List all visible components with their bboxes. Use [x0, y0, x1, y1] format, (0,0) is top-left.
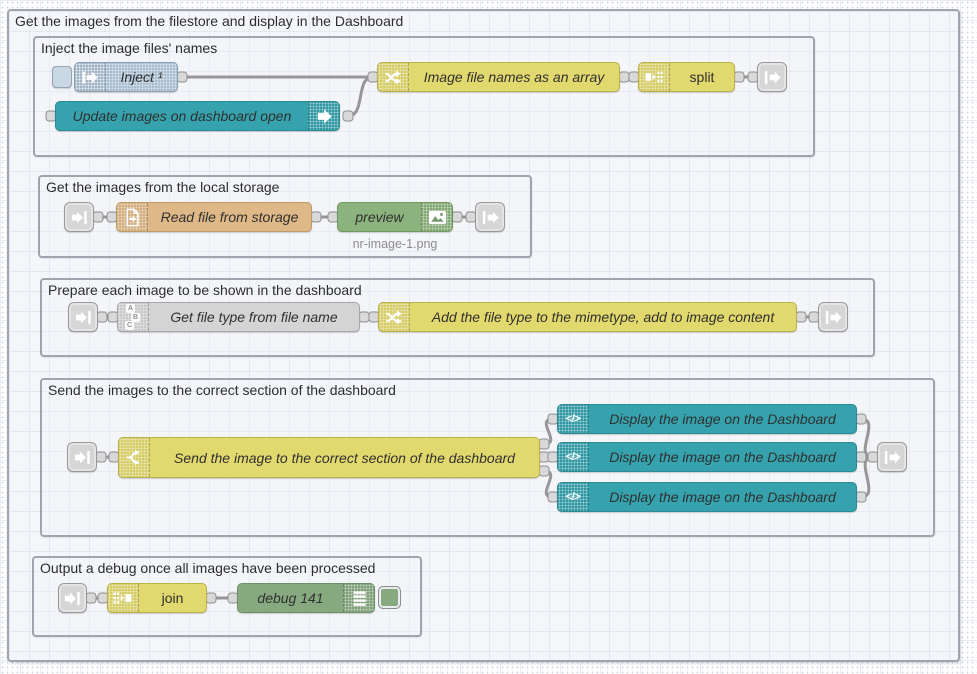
group-title: Prepare each image to be shown in the da…: [48, 282, 362, 298]
wire[interactable]: [347, 75, 374, 118]
node-label: Inject ¹: [120, 69, 163, 85]
node-label: debug 141: [257, 590, 324, 606]
port[interactable]: [855, 413, 867, 425]
node-label: split: [689, 69, 715, 85]
link-in-node[interactable]: [64, 202, 94, 232]
file-icon: [117, 203, 148, 231]
port[interactable]: [205, 592, 217, 604]
link-in-icon: [75, 310, 91, 324]
port[interactable]: [176, 71, 188, 83]
link-out-icon: [825, 310, 842, 324]
switch-node[interactable]: Send the image to the correct section of…: [118, 437, 540, 478]
port[interactable]: [855, 451, 867, 463]
join-icon: [108, 584, 139, 612]
link-in-icon: [71, 210, 87, 224]
node-label: Image file names as an array: [423, 69, 605, 85]
inject-trigger-button[interactable]: [52, 66, 72, 88]
switch-fork-icon: [119, 438, 150, 477]
port[interactable]: [92, 211, 104, 223]
group-title: Get the images from the local storage: [46, 179, 280, 195]
port[interactable]: [855, 491, 867, 503]
link-in-node[interactable]: [68, 302, 98, 332]
link-in-icon: [74, 450, 90, 464]
split-node[interactable]: split: [638, 62, 735, 92]
abc-blocks-icon: A B C: [118, 303, 149, 331]
port[interactable]: [96, 311, 108, 323]
arrow-right-icon: [308, 102, 339, 130]
link-out-icon: [482, 210, 499, 224]
node-label: Update images on dashboard open: [72, 108, 292, 124]
image-icon: [421, 203, 452, 231]
group-outer-title: Get the images from the filestore and di…: [15, 13, 404, 29]
group-title: Send the images to the correct section o…: [48, 382, 396, 398]
link-in-node[interactable]: [67, 442, 97, 472]
string-node-get-file-type[interactable]: A B C Get file type from file name: [117, 302, 360, 332]
link-out-icon: [884, 450, 901, 464]
preview-status: nr-image-1.png: [352, 237, 438, 251]
link-out-icon: [764, 70, 781, 84]
group-inject-names[interactable]: Inject the image files' names: [33, 36, 815, 157]
node-label: Display the image on the Dashboard: [609, 449, 836, 465]
change-node-make-array[interactable]: Image file names as an array: [377, 62, 620, 92]
port[interactable]: [358, 311, 370, 323]
inject-icon: [75, 63, 106, 91]
inject-node[interactable]: Inject ¹: [74, 62, 178, 92]
ui-template-node-1[interactable]: </> Display the image on the Dashboard: [557, 404, 857, 434]
port[interactable]: [795, 311, 807, 323]
wire[interactable]: [860, 455, 874, 499]
port[interactable]: [310, 211, 322, 223]
link-in-icon: [64, 591, 80, 605]
link-out-node[interactable]: [877, 442, 907, 472]
ui-template-node-2[interactable]: </> Display the image on the Dashboard: [557, 442, 857, 472]
port[interactable]: [538, 465, 550, 477]
node-label: join: [161, 590, 184, 606]
code-template-icon: </>: [558, 405, 589, 433]
link-out-node[interactable]: [818, 302, 848, 332]
node-label: Display the image on the Dashboard: [609, 411, 836, 427]
node-label: Read file from storage: [160, 209, 299, 225]
wire[interactable]: [860, 417, 874, 459]
port[interactable]: [733, 71, 745, 83]
shuffle-icon: [379, 303, 410, 331]
ui-control-node[interactable]: Update images on dashboard open: [55, 101, 340, 131]
join-node[interactable]: join: [107, 583, 207, 613]
group-title: Output a debug once all images have been…: [40, 560, 376, 576]
code-template-icon: </>: [558, 483, 589, 511]
code-template-icon: </>: [558, 443, 589, 471]
node-label: preview: [355, 209, 404, 225]
change-node-add-type[interactable]: Add the file type to the mimetype, add t…: [378, 302, 797, 332]
port[interactable]: [95, 451, 107, 463]
port[interactable]: [85, 592, 97, 604]
split-icon: [639, 63, 670, 91]
port[interactable]: [538, 438, 550, 450]
node-label: Send the image to the correct section of…: [174, 449, 515, 466]
group-title: Inject the image files' names: [41, 40, 218, 56]
debug-toggle-button[interactable]: [378, 586, 401, 609]
node-label: Get file type from file name: [170, 309, 338, 325]
node-label: Display the image on the Dashboard: [609, 489, 836, 505]
image-preview-node[interactable]: preview: [337, 202, 453, 232]
port[interactable]: [342, 110, 354, 122]
debug-list-icon: [343, 584, 374, 612]
debug-node[interactable]: debug 141: [237, 583, 375, 613]
shuffle-icon: [378, 63, 409, 91]
node-label: Add the file type to the mimetype, add t…: [431, 309, 775, 325]
ui-template-node-3[interactable]: </> Display the image on the Dashboard: [557, 482, 857, 512]
link-in-node[interactable]: [58, 583, 87, 613]
link-out-node[interactable]: [475, 202, 505, 232]
file-in-node[interactable]: Read file from storage: [116, 202, 312, 232]
link-out-node[interactable]: [757, 62, 787, 92]
port[interactable]: [451, 211, 463, 223]
port[interactable]: [618, 71, 630, 83]
